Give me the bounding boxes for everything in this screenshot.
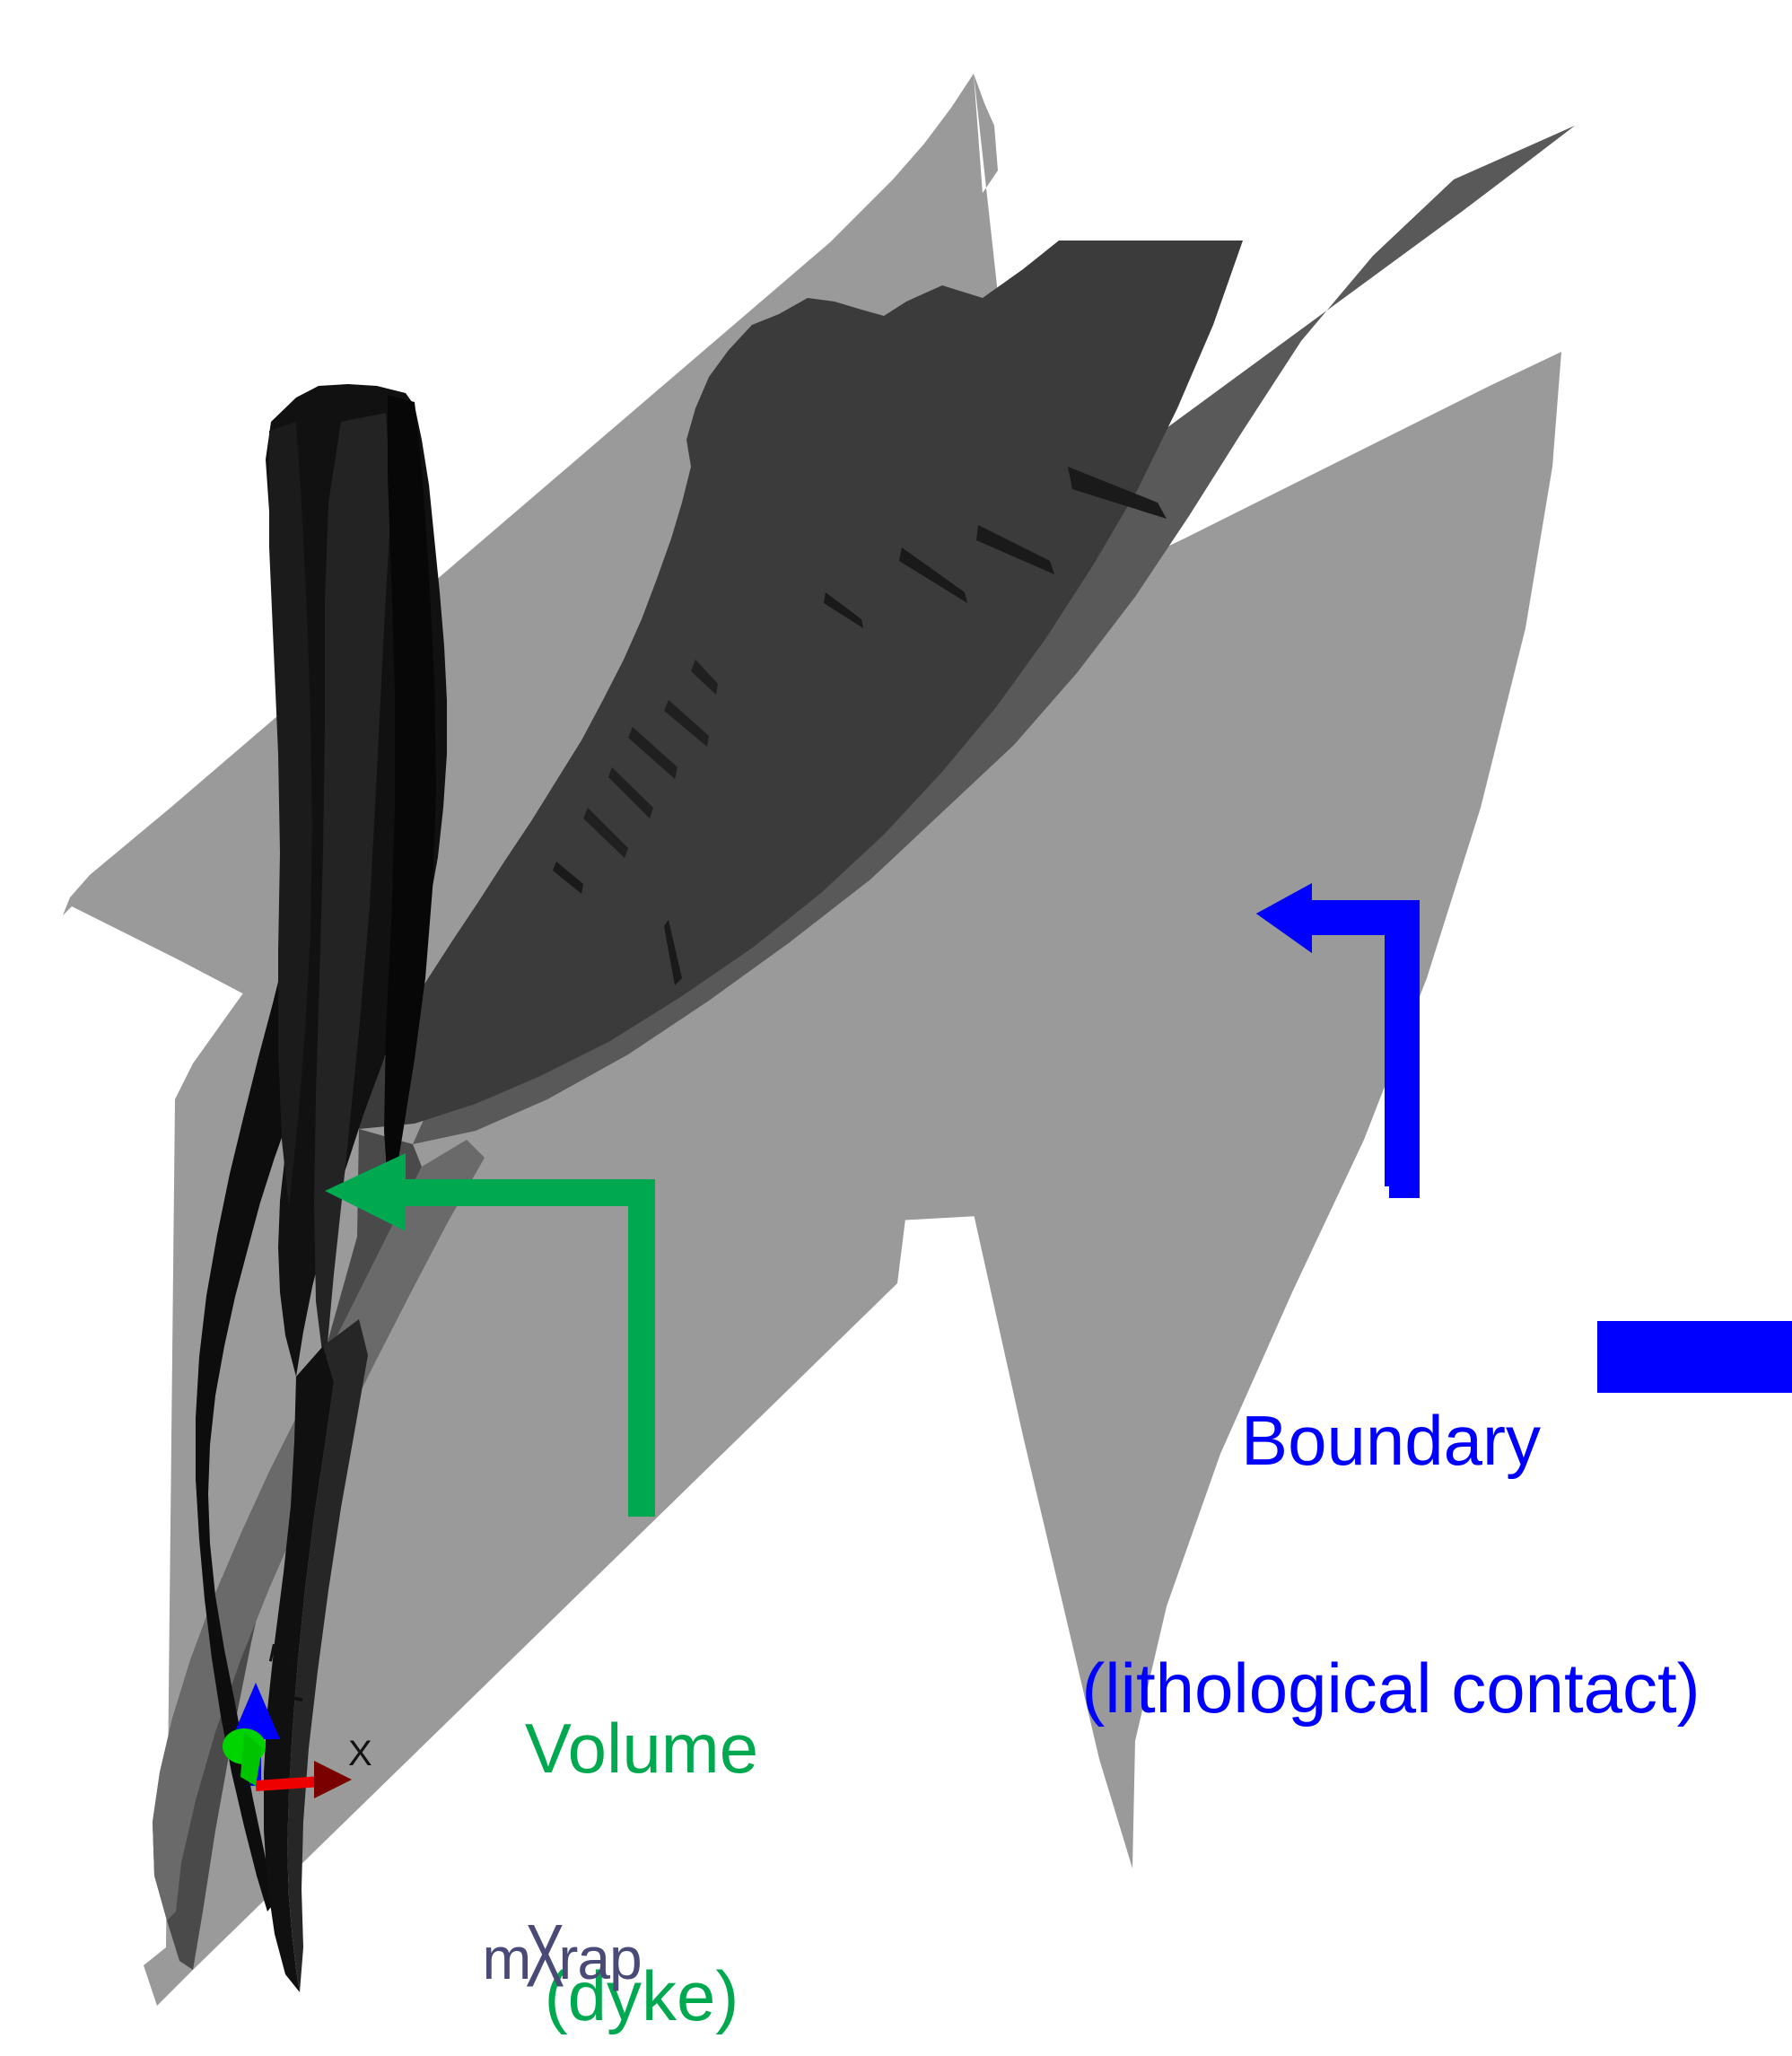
boundary-callout-arrow xyxy=(1256,883,1420,1198)
surface-crease xyxy=(553,862,583,894)
surface-crease xyxy=(1068,467,1167,519)
surface-crease xyxy=(628,727,677,779)
x-axis-label: X xyxy=(348,1734,372,1773)
boundary-annotation: Boundary (lithological contact) xyxy=(1005,1234,1777,1894)
boundary-plane-lower-right[interactable] xyxy=(875,352,1561,1868)
boundary-annotation-line-2: (lithological contact) xyxy=(1081,1649,1700,1728)
surface-crease xyxy=(664,700,709,747)
z-axis-arrowhead xyxy=(232,1683,280,1739)
surface-crease xyxy=(608,767,653,818)
x-axis-arrowhead xyxy=(314,1761,352,1798)
dyke-facet xyxy=(384,395,436,1212)
dyke-facet xyxy=(314,413,391,1373)
boundary-annotation-line-1: Boundary xyxy=(1241,1401,1541,1481)
lithological-contact-sheet-lower-shade xyxy=(153,1140,485,1920)
surface-crease xyxy=(824,592,863,628)
surface-crease xyxy=(899,547,967,603)
lithological-contact-surface-front[interactable] xyxy=(359,241,1243,1129)
mxrap-logo-text: mXrap xyxy=(482,1905,642,2006)
mxrap-logo: mXrap xyxy=(420,1856,642,2056)
surface-crease xyxy=(691,660,718,695)
x-axis-line xyxy=(255,1776,322,1791)
volume-callout-arrow xyxy=(325,1153,655,1517)
dyke-volume-tail-shade xyxy=(287,1319,368,1992)
axis-triad[interactable] xyxy=(223,1683,352,1798)
y-axis-line xyxy=(240,1732,262,1786)
surface-crease xyxy=(583,808,628,858)
elbow-arrow-left-shape xyxy=(325,1153,655,1517)
lithological-contact-sheet-lower[interactable] xyxy=(153,1129,422,1970)
surface-crease xyxy=(664,920,682,985)
surface-crease xyxy=(976,525,1054,574)
elbow-arrow-left-shape xyxy=(1256,883,1413,1186)
volume-annotation-line-1: Volume xyxy=(524,1709,759,1789)
dyke-volume-tail[interactable] xyxy=(264,1346,334,1992)
volume-annotation: Volume (dyke) xyxy=(485,1542,799,2056)
blue-occlusion-rectangle xyxy=(1597,1321,1792,1393)
volume-annotation-line-2: (dyke) xyxy=(544,1956,739,2036)
mxrap-chi-glyph: X xyxy=(525,1905,564,2006)
dyke-facet xyxy=(269,422,312,1207)
